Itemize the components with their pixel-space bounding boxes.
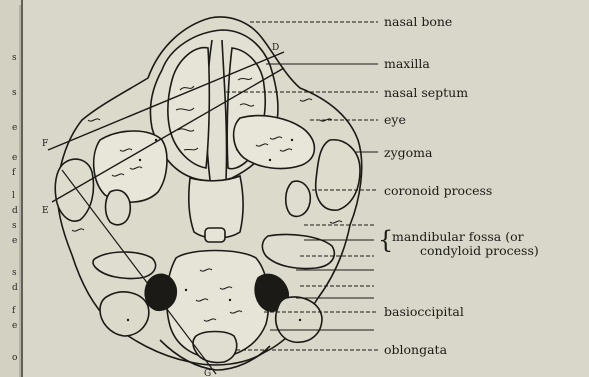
label-zygoma: zygoma [384, 145, 433, 160]
margin-letter: d [12, 283, 18, 293]
margin-letter: s [12, 221, 17, 231]
margin-letter: s [12, 268, 17, 278]
label-maxilla: maxilla [384, 56, 430, 71]
label-coronoid-process: coronoid process [384, 183, 492, 198]
letter-d: D [272, 43, 279, 53]
label-basioccipital: basioccipital [384, 304, 464, 319]
margin-letter: o [12, 353, 17, 363]
label-mandibular-fossa: mandibular fossa (or [392, 229, 524, 244]
label-condyloid-process: condyloid process) [420, 243, 539, 258]
letter-g: G [204, 369, 211, 377]
mandibular-bracket: { [378, 226, 393, 254]
label-oblongata: oblongata [384, 342, 448, 357]
margin-letter: s [12, 88, 17, 98]
label-nasal-bone: nasal bone [384, 14, 452, 29]
letter-e: E [42, 206, 49, 216]
margin-letter: e [12, 123, 17, 133]
margin-letter: l [12, 191, 15, 201]
label-eye: eye [384, 112, 406, 127]
labels: nasal bone maxilla nasal septum eye zygo… [378, 14, 539, 357]
margin-letter: s [12, 53, 17, 63]
page-margin [0, 0, 22, 377]
margin-letter: e [12, 321, 17, 331]
skull-illustration [48, 17, 362, 374]
letter-f: F [42, 139, 48, 149]
margin-letter: e [12, 236, 17, 246]
label-nasal-septum: nasal septum [384, 85, 468, 100]
margin-letter: d [12, 206, 18, 216]
margin-letter: e [12, 153, 17, 163]
